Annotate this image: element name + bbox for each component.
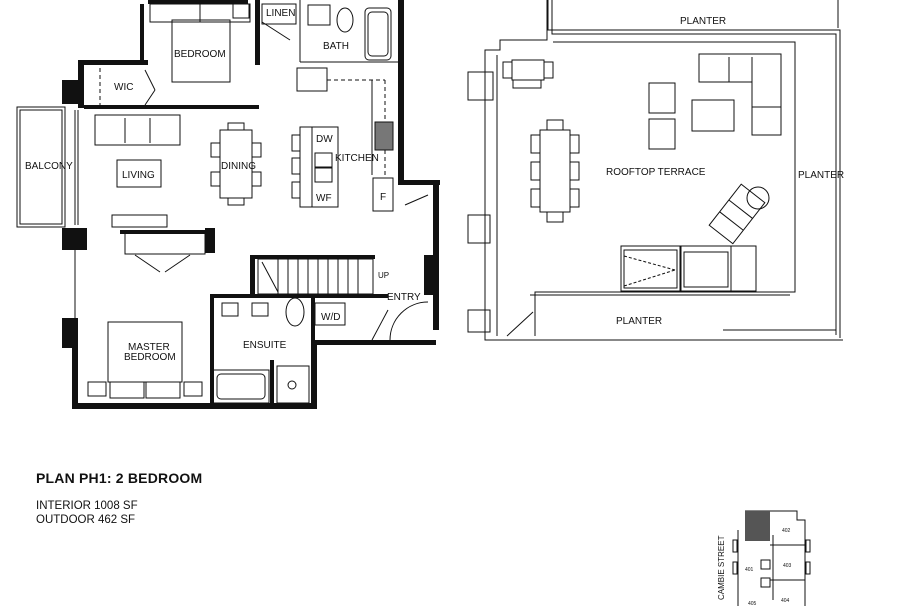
- label-planter-bottom: PLANTER: [616, 316, 662, 327]
- bath-sink: [307, 4, 331, 26]
- label-wic: WIC: [114, 82, 133, 93]
- label-planter-top: PLANTER: [680, 16, 726, 27]
- wall-oven: [296, 67, 328, 92]
- label-master-bedroom-1: MASTER: [128, 342, 170, 353]
- bathtub: [364, 7, 392, 61]
- label-master-bedroom-2: BEDROOM: [124, 352, 176, 363]
- keyplan-unit: 404: [781, 598, 790, 604]
- label-kitchen: KITCHEN: [335, 153, 379, 164]
- key-plan: [732, 510, 811, 606]
- washer-dryer: [314, 302, 346, 326]
- label-bath: BATH: [323, 41, 349, 52]
- label-up: UP: [378, 271, 389, 280]
- ensuite-tub: [212, 369, 270, 404]
- label-living: LIVING: [122, 170, 155, 181]
- label-planter-right: PLANTER: [798, 170, 844, 181]
- outdoor-area: OUTDOOR 462 SF: [36, 514, 136, 526]
- label-cambie-street: CAMBIE STREET: [717, 535, 726, 600]
- label-bedroom: BEDROOM: [174, 49, 226, 60]
- label-balcony: BALCONY: [25, 161, 73, 172]
- coffee-table: [116, 159, 162, 188]
- label-wine-fridge: WF: [316, 193, 332, 204]
- keyplan-unit: 405: [748, 601, 757, 606]
- label-dishwasher: DW: [316, 134, 333, 145]
- label-dining: DINING: [221, 161, 256, 172]
- balcony-outline: [16, 106, 66, 228]
- label-washer-dryer: W/D: [321, 312, 340, 323]
- label-fridge: F: [380, 192, 386, 203]
- ensuite-toilet: [285, 297, 305, 327]
- living-sofa: [94, 114, 181, 146]
- cooktop: [374, 121, 394, 151]
- label-entry: ENTRY: [387, 292, 421, 303]
- keyplan-unit: 401: [745, 567, 754, 573]
- keyplan-unit: 403: [783, 563, 792, 569]
- plan-title: PLAN PH1: 2 BEDROOM: [36, 470, 203, 486]
- bath-toilet: [336, 7, 354, 33]
- keyplan-unit: 402: [782, 528, 791, 534]
- label-ensuite: ENSUITE: [243, 340, 287, 351]
- stairs: [257, 258, 374, 295]
- label-rooftop-terrace: ROOFTOP TERRACE: [606, 167, 706, 178]
- interior-area: INTERIOR 1008 SF: [36, 500, 138, 512]
- bedroom-furniture: [149, 3, 251, 83]
- entry-door-swing: [389, 301, 429, 341]
- shower: [276, 365, 310, 404]
- label-linen: LINEN: [266, 8, 295, 19]
- rooftop-terrace: [467, 0, 843, 341]
- fridge: [372, 177, 394, 212]
- master-bed: [107, 321, 183, 383]
